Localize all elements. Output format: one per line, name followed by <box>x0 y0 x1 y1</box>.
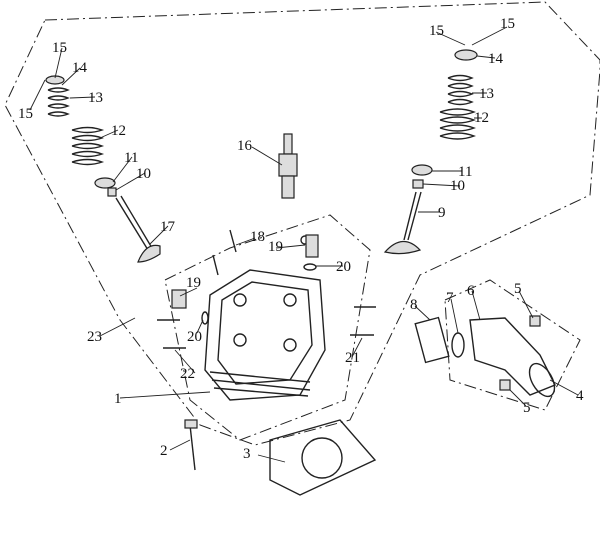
group-outline-23 <box>4 1 600 446</box>
callout-16: 16 <box>237 138 253 154</box>
callout-8: 8 <box>410 297 418 313</box>
group-outline-head <box>164 214 371 441</box>
callout-3: 3 <box>243 446 251 462</box>
callout-12: 12 <box>474 110 489 126</box>
callout-10: 10 <box>136 166 151 182</box>
group-outline-intake <box>444 279 581 411</box>
callout-1: 1 <box>114 391 122 407</box>
callout-5: 5 <box>523 400 531 416</box>
callout-11: 11 <box>458 164 472 180</box>
callout-19: 19 <box>268 239 283 255</box>
callout-6: 6 <box>467 283 475 299</box>
spark-plug <box>278 133 298 199</box>
callout-22: 22 <box>180 366 195 382</box>
leader-lines <box>29 26 579 463</box>
callout-15: 15 <box>429 23 444 39</box>
callout-2: 2 <box>160 443 168 459</box>
callout-19: 19 <box>186 275 201 291</box>
callout-23: 23 <box>87 329 102 345</box>
callout-17: 17 <box>160 219 176 235</box>
callout-15: 15 <box>18 106 33 122</box>
callout-12: 12 <box>111 123 126 139</box>
callout-14: 14 <box>488 51 504 67</box>
right-valve-stack <box>383 49 478 255</box>
studs <box>157 229 376 471</box>
callout-20: 20 <box>187 329 202 345</box>
callout-13: 13 <box>88 90 103 106</box>
callout-18: 18 <box>250 229 265 245</box>
callout-11: 11 <box>124 150 138 166</box>
callout-7: 7 <box>446 290 454 306</box>
head-gasket <box>269 419 377 496</box>
callout-15: 15 <box>52 40 67 56</box>
callout-21: 21 <box>345 350 360 366</box>
callout-4: 4 <box>576 388 584 404</box>
callout-5: 5 <box>514 281 522 297</box>
callout-9: 9 <box>438 205 446 221</box>
callout-15: 15 <box>500 16 515 32</box>
callout-13: 13 <box>479 86 494 102</box>
callout-14: 14 <box>72 60 88 76</box>
callout-10: 10 <box>450 178 465 194</box>
left-valve-stack <box>45 75 161 263</box>
cylinder-head <box>171 234 326 401</box>
intake-manifold <box>414 315 556 398</box>
callout-20: 20 <box>336 259 351 275</box>
